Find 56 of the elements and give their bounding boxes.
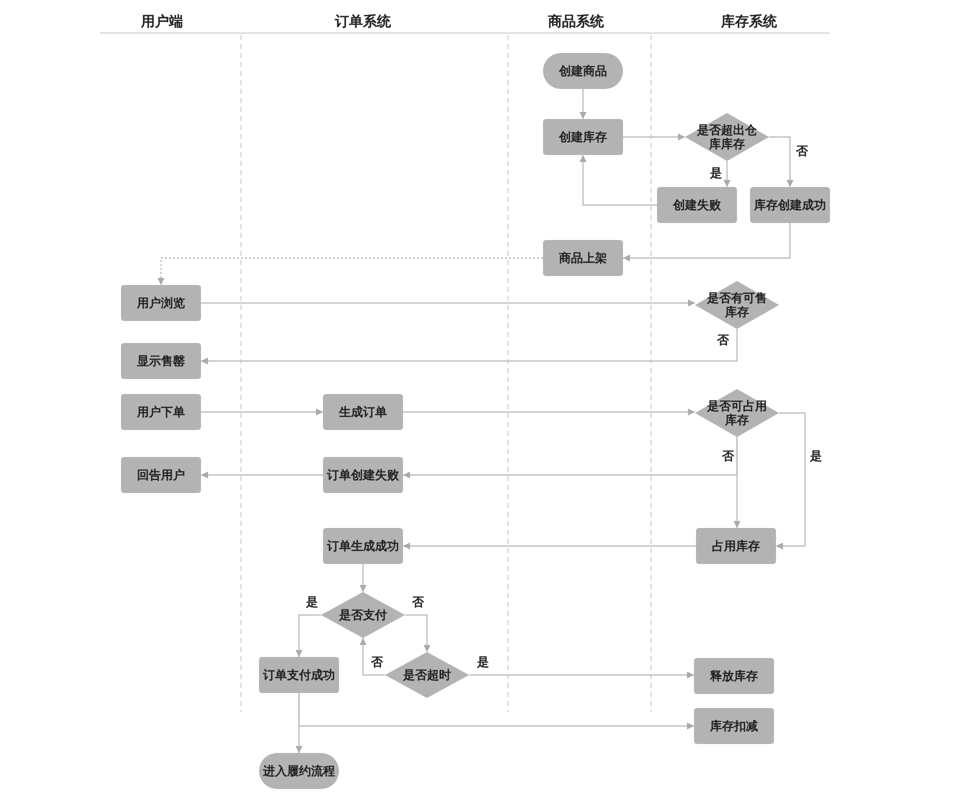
arrow [734, 437, 740, 528]
edge-label: 否 [721, 449, 735, 463]
process-box: 订单生成成功 [323, 528, 403, 564]
edge-label: 是 [476, 655, 490, 669]
arrow [623, 134, 685, 140]
decision-diamond: 是否可占用库存 [695, 389, 779, 437]
arrow [580, 89, 586, 119]
edge-label: 是 [709, 166, 723, 180]
arrow [360, 638, 385, 676]
arrow [403, 408, 695, 416]
arrow [201, 329, 738, 364]
lane-header: 订单系统 [335, 14, 391, 30]
process-box: 商品上架 [543, 240, 623, 276]
decision-diamond: 是否超时 [385, 652, 469, 698]
edge-label: 否 [716, 333, 730, 347]
process-box: 库存创建成功 [750, 187, 830, 223]
edge-label: 是 [809, 449, 823, 463]
decision-diamond: 是否支付 [321, 592, 405, 638]
decision-diamond: 是否有可售库存 [695, 281, 779, 329]
process-box: 占用库存 [696, 528, 776, 564]
arrow [360, 564, 366, 592]
arrow [769, 136, 794, 187]
arrow [201, 472, 323, 478]
lane-header: 用户端 [141, 14, 183, 30]
arrow [298, 693, 694, 730]
arrow [776, 412, 806, 550]
process-box: 回告用户 [121, 457, 201, 493]
process-box: 生成订单 [323, 394, 403, 430]
edge-label: 否 [411, 595, 425, 609]
arrow [724, 161, 730, 187]
lane-header: 库存系统 [721, 14, 777, 30]
arrow [158, 257, 543, 285]
process-box: 释放库存 [694, 658, 774, 694]
process-box: 显示售罄 [121, 343, 201, 379]
lane-header: 商品系统 [548, 14, 604, 30]
process-box: 用户下单 [121, 394, 201, 430]
arrow [296, 614, 321, 657]
edge-label: 否 [795, 144, 809, 158]
arrow [623, 223, 791, 262]
arrow [405, 614, 430, 652]
edge-label: 是 [305, 595, 319, 609]
arrow [201, 408, 323, 416]
process-box: 创建失败 [657, 187, 737, 223]
arrow [469, 672, 694, 678]
process-box: 订单创建失败 [323, 457, 403, 493]
process-box: 订单支付成功 [259, 657, 339, 693]
terminal-box: 创建商品 [543, 53, 623, 89]
arrow [403, 542, 696, 550]
arrow [201, 300, 695, 306]
process-box: 库存扣减 [694, 708, 774, 744]
process-box: 用户浏览 [121, 285, 201, 321]
terminal-box: 进入履约流程 [259, 753, 339, 789]
process-box: 创建库存 [543, 119, 623, 155]
arrow [580, 155, 657, 206]
decision-diamond: 是否超出仓库库存 [685, 113, 769, 161]
edge-label: 否 [370, 655, 384, 669]
